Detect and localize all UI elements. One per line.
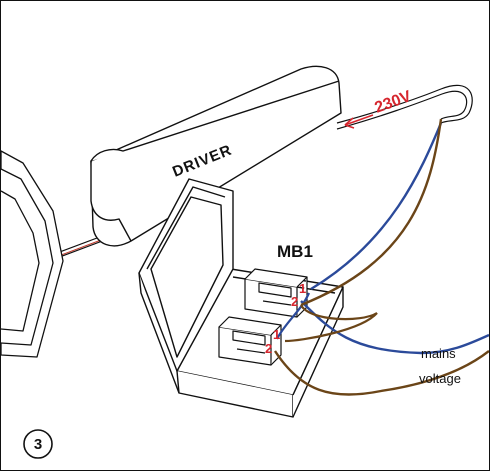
lower-terminal-1-label: 1 [273,327,280,342]
supply-cable [336,84,473,130]
upper-terminal-1-label: 1 [299,281,306,296]
mains-label: mains [421,346,456,361]
voltage-label: 230V [373,88,414,117]
junction-box-lid [138,178,234,394]
neutral-wire [273,118,489,396]
left-arrow-icon [344,114,374,129]
lower-terminal-2-label: 2 [265,341,272,356]
upper-terminal-2-label: 2 [291,294,298,309]
live-wire [300,122,489,355]
step-number: 3 [34,436,42,453]
circle-number-icon [23,429,53,459]
live-wire-jumper [276,292,311,340]
lamp-housing [1,150,64,358]
terminal-block-lower [218,316,282,366]
neutral-wire-jumper [284,304,378,343]
junction-box-label: MB1 [277,242,313,261]
driver-unit [90,65,342,247]
voltage-caption: voltage [419,371,461,386]
terminal-block-upper [244,268,308,318]
